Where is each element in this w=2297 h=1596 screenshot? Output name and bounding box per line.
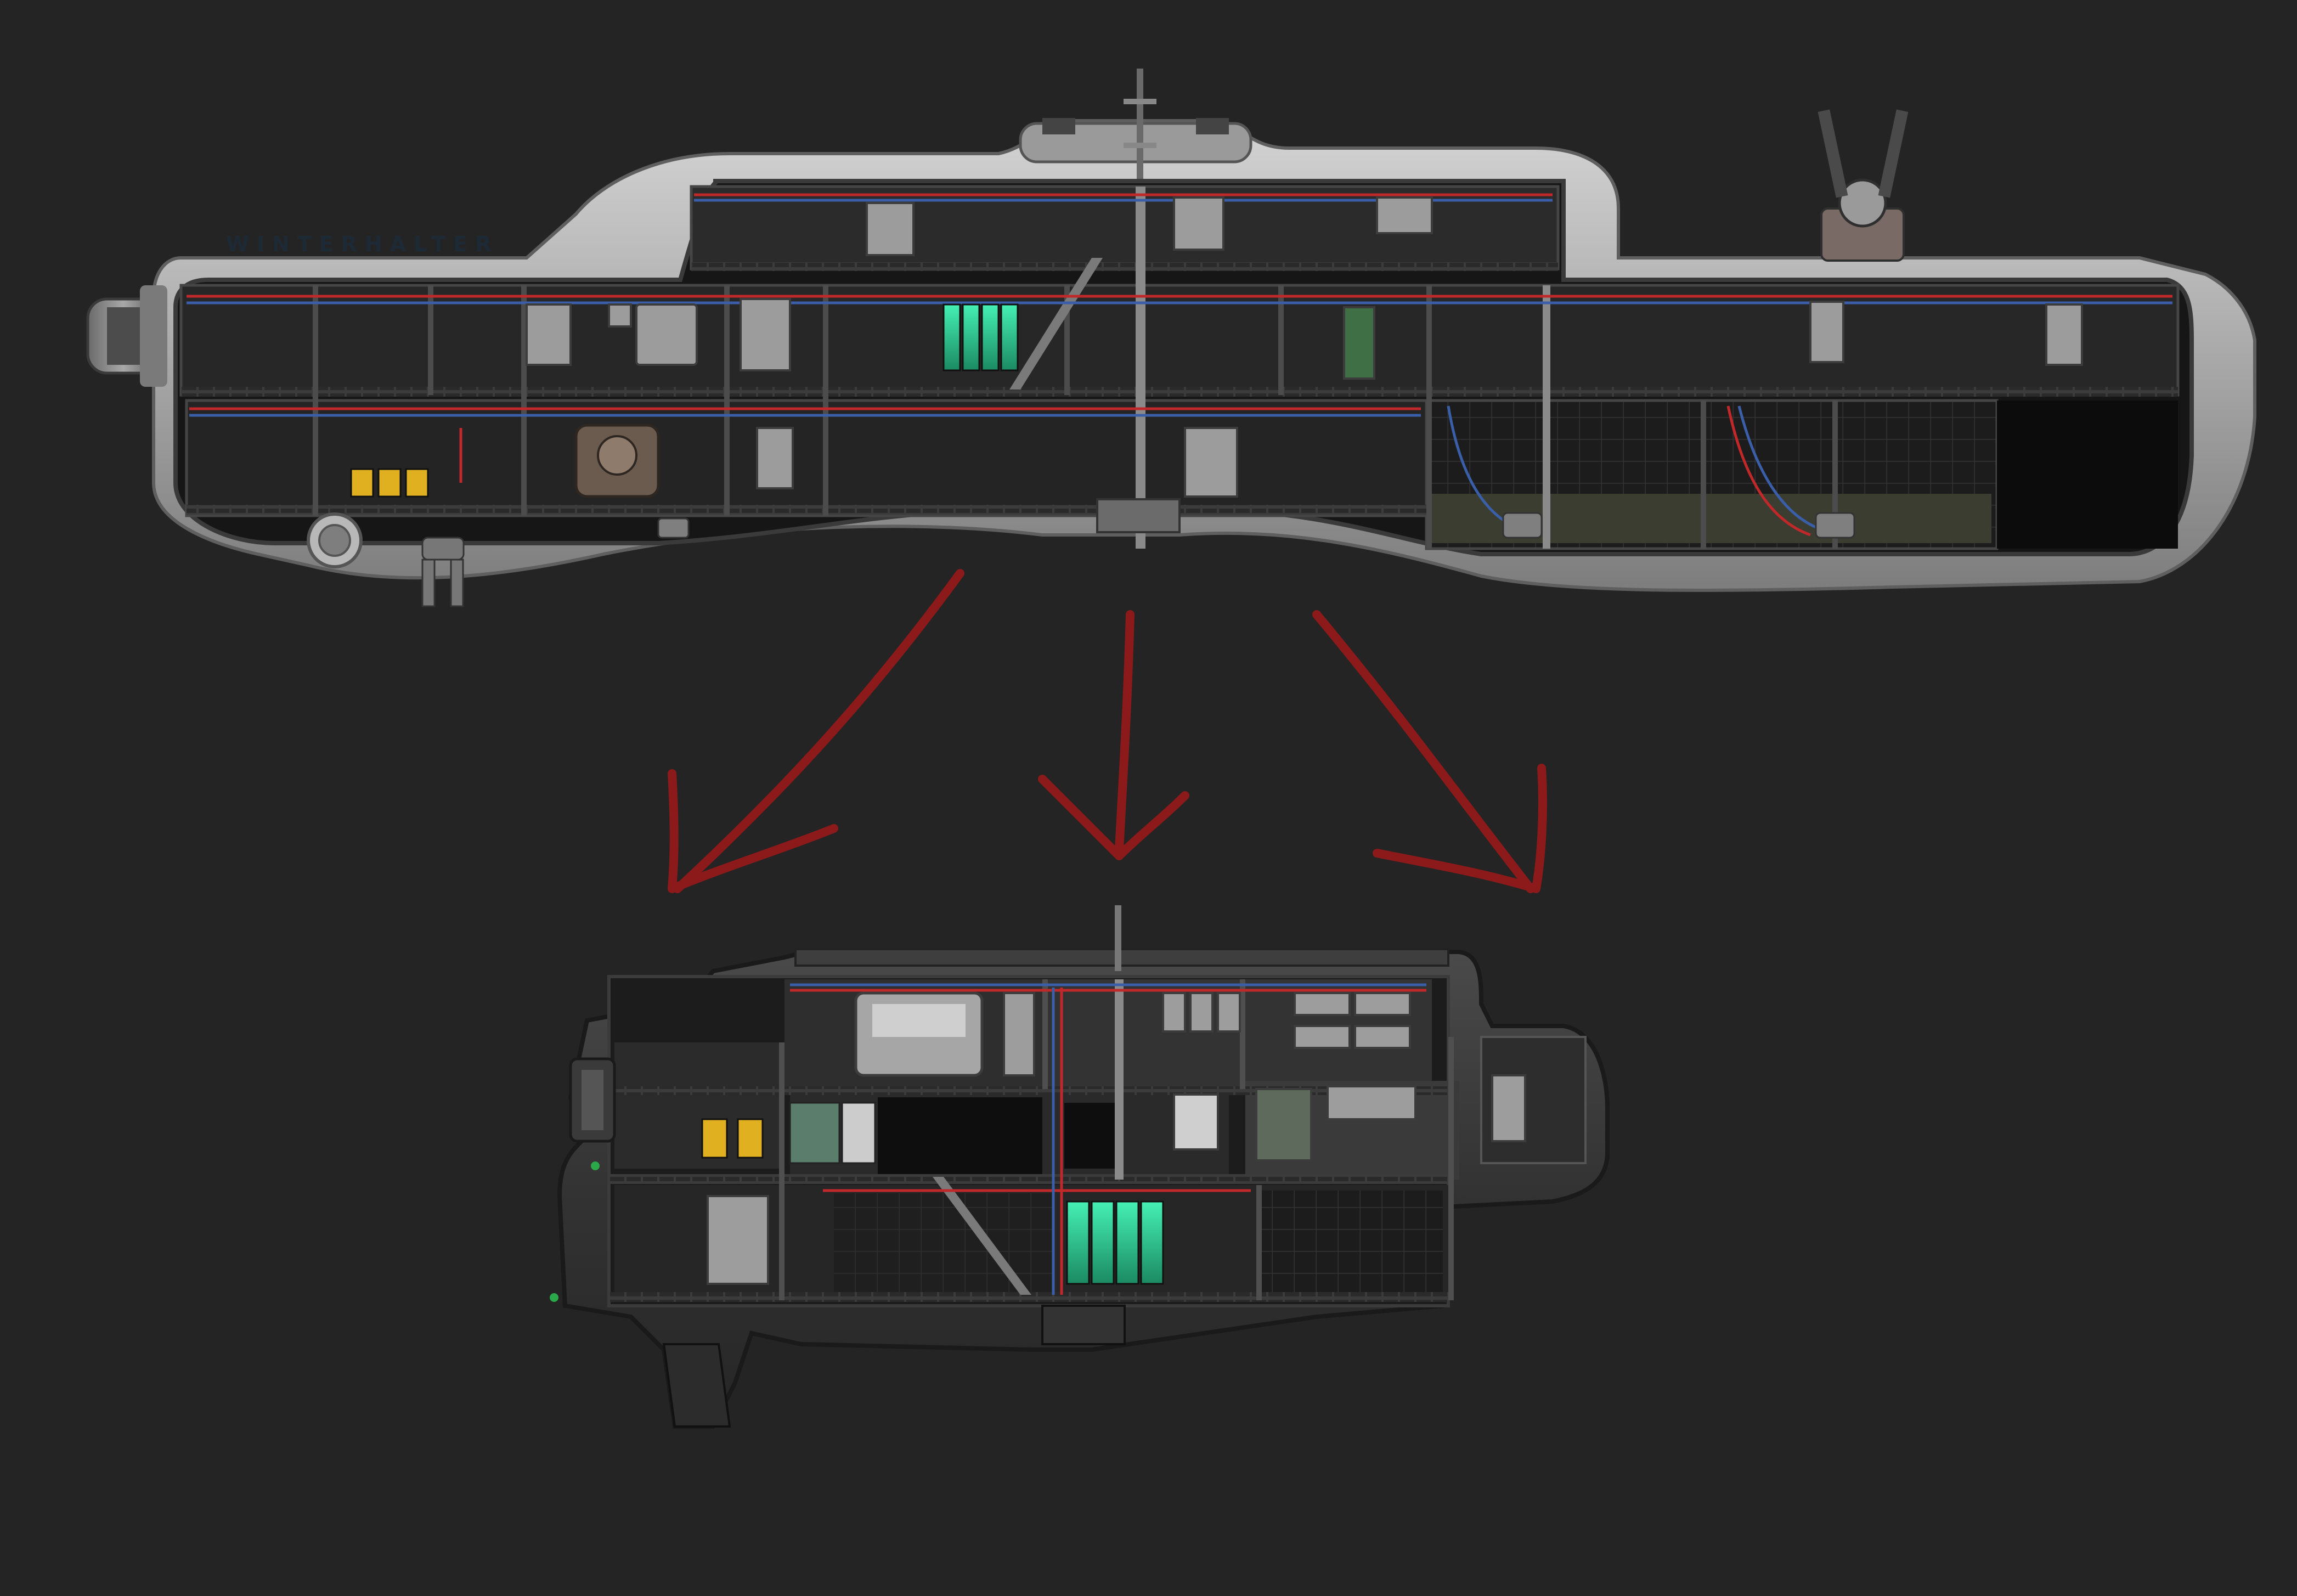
small-hazard-panels[interactable]	[701, 1118, 764, 1159]
arrow-down-icon	[1038, 610, 1189, 860]
small-sub-engine	[569, 1057, 616, 1143]
small-oxygen-lockers[interactable]	[1066, 1200, 1164, 1285]
hazard-crates[interactable]	[350, 468, 429, 498]
small-sub-docking-port[interactable]	[1041, 1305, 1126, 1345]
diving-suit-rack[interactable]	[789, 1102, 876, 1164]
aft-ballast	[1997, 401, 2178, 549]
small-central-ladder[interactable]	[1115, 979, 1124, 1180]
oxygen-lockers[interactable]	[942, 303, 1019, 371]
bulkheads	[313, 285, 1838, 549]
transformation-arrows	[668, 569, 1547, 893]
small-equipment[interactable]	[707, 992, 1526, 1285]
submarine-name-label: WINTERHALTER	[226, 232, 499, 256]
arrow-right-down-icon	[1312, 610, 1547, 893]
lower-docking-clamp	[421, 537, 465, 607]
turret-icon[interactable]	[1818, 109, 1909, 262]
stairway[interactable]	[1009, 258, 1103, 390]
status-light	[591, 1161, 600, 1170]
locker-icon[interactable]	[1091, 1200, 1115, 1285]
thruster-icon	[86, 285, 167, 387]
aft-ladder[interactable]	[1543, 285, 1550, 549]
lower-deck	[185, 399, 1428, 517]
locker-icon[interactable]	[962, 303, 980, 371]
equipment[interactable]	[526, 196, 2083, 498]
locker-icon[interactable]	[942, 303, 961, 371]
pump-icon[interactable]	[657, 512, 1855, 539]
small-lower-storage	[1262, 1191, 1443, 1300]
small-sub-fin	[662, 1343, 731, 1428]
locker-icon[interactable]	[1066, 1200, 1090, 1285]
small-bulkheads	[779, 979, 1454, 1300]
locker-icon[interactable]	[981, 303, 1000, 371]
small-sub-mast	[1115, 905, 1121, 971]
bottom-hatch[interactable]	[1096, 498, 1181, 533]
reactor-icon[interactable]	[574, 424, 660, 498]
small-stairway[interactable]	[933, 1177, 1031, 1295]
status-light	[550, 1293, 558, 1302]
locker-icon[interactable]	[1115, 1200, 1139, 1285]
docking-hatch-icon[interactable]	[307, 512, 363, 568]
large-submarine[interactable]: WINTERHALTER	[86, 69, 2256, 607]
small-submarine[interactable]	[550, 905, 1610, 1429]
locker-icon[interactable]	[1140, 1200, 1164, 1285]
small-wiring	[790, 983, 1426, 1295]
small-sub-top-rail	[794, 948, 1449, 967]
arrow-left-down-icon	[668, 569, 964, 893]
locker-icon[interactable]	[1000, 303, 1019, 371]
central-ladder[interactable]	[1136, 187, 1145, 549]
